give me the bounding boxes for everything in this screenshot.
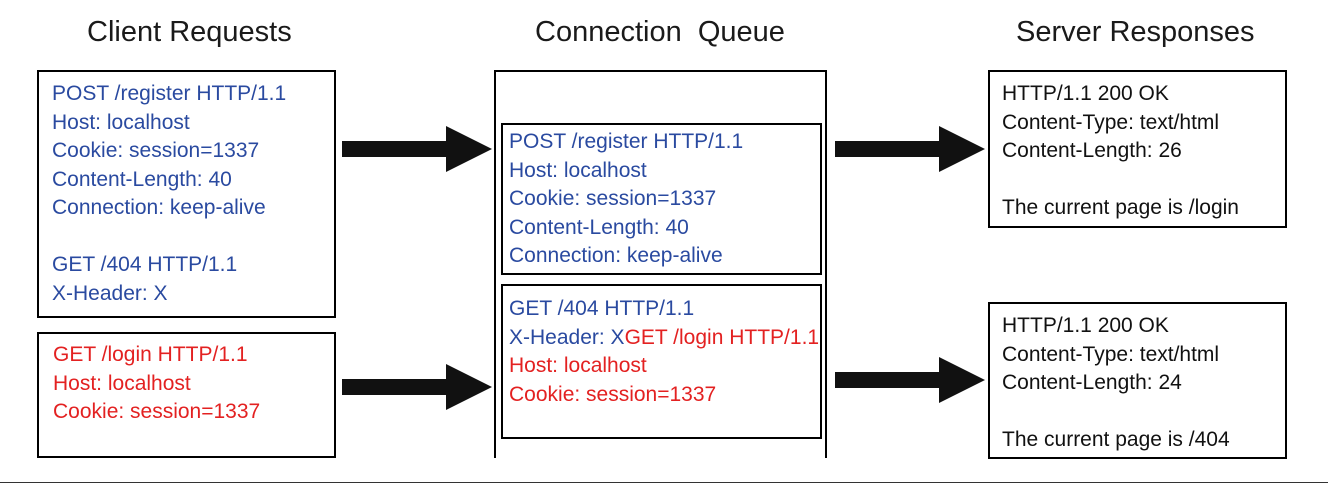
header-line: Content-Type: text/html <box>1002 110 1220 134</box>
header-line: Content-Length: 24 <box>1002 371 1182 394</box>
header-line: Content-Type: text/html <box>1002 342 1220 366</box>
request-line: GET /login HTTP/1.1 <box>53 343 248 366</box>
header-line: Host: localhost <box>509 158 647 182</box>
header-line: Cookie: session=1337 <box>52 139 260 162</box>
header-line: Content-Length: 26 <box>1002 139 1182 162</box>
client-request-box-2: GET /login HTTP/1.1 Host: localhost Cook… <box>37 332 336 458</box>
request-line: GET /404 HTTP/1.1 <box>52 253 238 276</box>
request-line: POST /register HTTP/1.1 <box>52 82 287 105</box>
request-line: POST /register HTTP/1.1 <box>509 130 744 153</box>
header-line: Host: localhost <box>52 110 190 134</box>
body-line: The current page is /login <box>1002 196 1239 219</box>
victim-request-part: GET /login HTTP/1.1 <box>624 325 820 349</box>
header-line: Cookie: session=1337 <box>509 187 717 210</box>
right-arrow-icon <box>835 357 985 403</box>
status-line: HTTP/1.1 200 OK <box>1002 314 1169 337</box>
header-line: Cookie: session=1337 <box>509 382 717 406</box>
header-line: Cookie: session=1337 <box>53 400 261 423</box>
request-line: GET /404 HTTP/1.1 <box>509 297 695 320</box>
right-arrow-icon <box>342 364 492 410</box>
mixed-header-line: X-Header: XGET /login HTTP/1.1 <box>509 324 820 353</box>
client-request-box-1: POST /register HTTP/1.1 Host: localhost … <box>37 70 336 318</box>
header-line: Host: localhost <box>509 354 647 377</box>
header-line: Content-Length: 40 <box>52 167 232 191</box>
header-line: X-Header: X <box>52 281 168 305</box>
queue-item-1: POST /register HTTP/1.1 Host: localhost … <box>501 123 822 275</box>
header-line: Host: localhost <box>53 371 191 395</box>
right-arrow-icon <box>835 126 985 172</box>
server-response-box-2: HTTP/1.1 200 OK Content-Type: text/html … <box>988 302 1287 459</box>
body-line: The current page is /404 <box>1002 428 1230 451</box>
status-line: HTTP/1.1 200 OK <box>1002 82 1169 105</box>
blank-line <box>52 223 334 252</box>
bottom-divider <box>0 482 1328 483</box>
connection-queue-title: Connection Queue <box>535 16 785 48</box>
queue-item-2: GET /404 HTTP/1.1 X-Header: XGET /login … <box>501 284 822 439</box>
blank-line <box>1002 398 1285 427</box>
header-line: Content-Length: 40 <box>509 215 689 239</box>
client-requests-title: Client Requests <box>87 16 292 48</box>
header-line: Connection: keep-alive <box>52 196 266 219</box>
blank-line <box>1002 166 1285 195</box>
smuggled-header-part: X-Header: X <box>509 325 625 349</box>
right-arrow-icon <box>342 126 492 172</box>
server-response-box-1: HTTP/1.1 200 OK Content-Type: text/html … <box>988 70 1287 228</box>
server-responses-title: Server Responses <box>1016 16 1255 48</box>
queue-right-wall <box>825 70 827 458</box>
queue-top-edge <box>494 70 827 72</box>
queue-left-wall <box>494 70 496 458</box>
header-line: Connection: keep-alive <box>509 244 723 267</box>
